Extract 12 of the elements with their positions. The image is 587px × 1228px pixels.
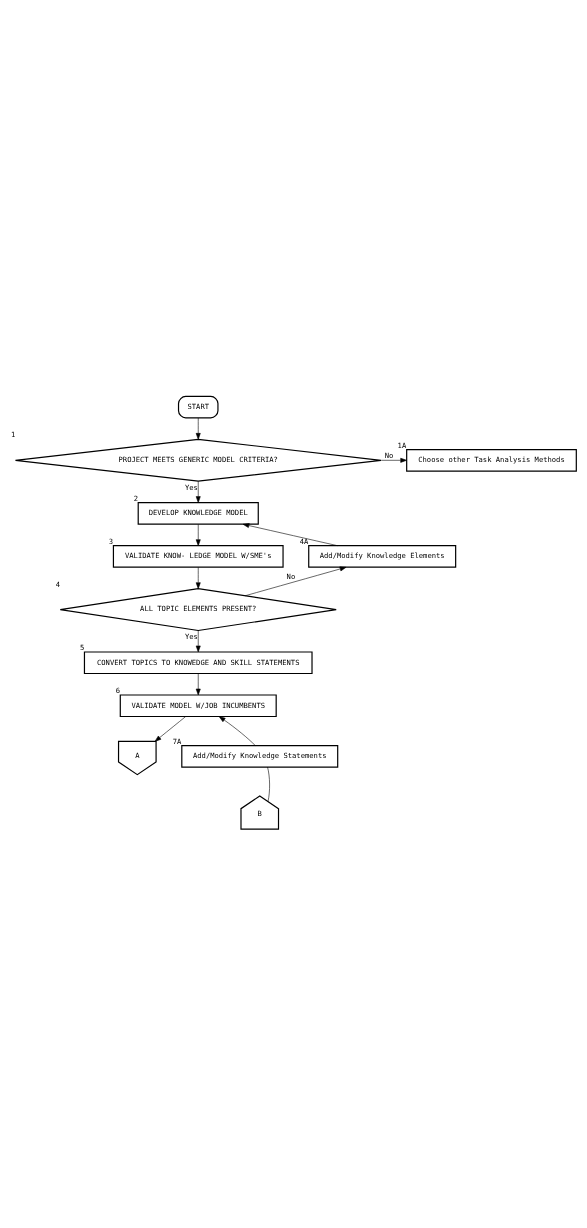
arrow: [242, 522, 338, 546]
connector: [267, 766, 270, 802]
arrow: [195, 480, 201, 503]
arrow: [195, 672, 201, 695]
arrow: [195, 566, 201, 589]
arrow: [154, 715, 186, 742]
arrow: [380, 457, 407, 463]
arrow: [195, 523, 201, 546]
arrow: [218, 715, 256, 746]
arrow: [195, 629, 201, 652]
arrow: [195, 417, 201, 440]
arrow: [244, 566, 347, 596]
